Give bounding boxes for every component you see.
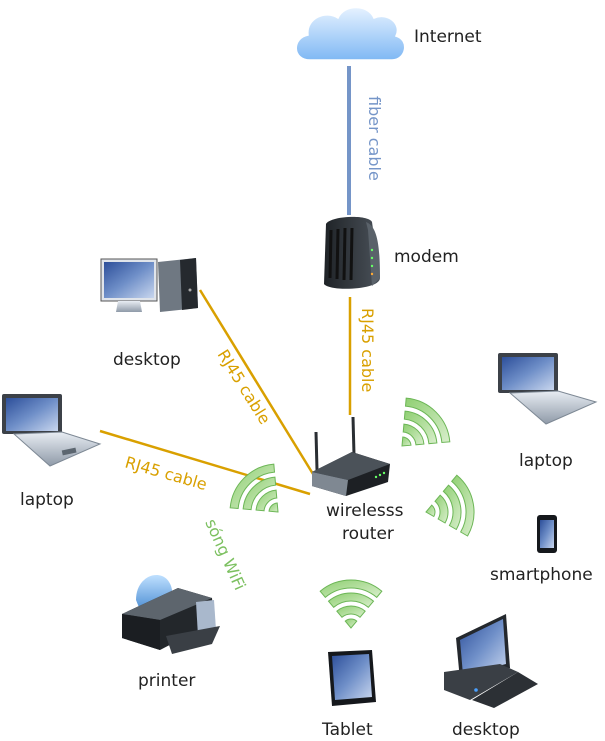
wifi-arc	[319, 579, 383, 599]
fiber-cable-label: fiber cable	[365, 96, 384, 181]
wifi-waves-upper-right	[401, 397, 451, 447]
wifi-arc	[434, 494, 449, 524]
rj45-label-desktop-router: RJ45 cable	[214, 346, 275, 428]
rj45-cable-desktop-router	[198, 289, 315, 475]
wifi-arc	[242, 476, 277, 511]
printer-icon	[122, 575, 220, 654]
modem-label: modem	[394, 247, 459, 267]
laptop-left-label: laptop	[20, 490, 74, 510]
desktop-right-label: desktop	[452, 720, 520, 740]
smartphone-icon	[537, 515, 557, 553]
laptop-left-icon	[2, 394, 102, 467]
desktop-left-label: desktop	[113, 350, 181, 370]
wifi-arc	[442, 484, 462, 531]
wifi-waves-right	[425, 474, 475, 537]
router-label-line1: wirelesss	[326, 501, 404, 521]
router-label-line2: router	[342, 524, 394, 544]
wifi-arc	[344, 618, 358, 629]
wifi-arc	[229, 463, 276, 510]
desktop-tower-icon	[100, 258, 198, 312]
wifi-waves	[229, 397, 475, 629]
smartphone-label: smartphone	[490, 565, 593, 585]
wifi-arc	[327, 592, 375, 609]
wifi-arc	[255, 489, 278, 512]
wifi-arc	[336, 605, 366, 618]
wifi-arc	[404, 397, 451, 444]
tablet-icon	[328, 650, 376, 706]
wifi-arc	[401, 436, 412, 447]
wifi-waves-bottom	[319, 579, 383, 629]
wifi-waves-left	[229, 463, 279, 513]
internet-label: Internet	[414, 27, 482, 47]
desktop-base-icon	[444, 614, 538, 708]
wifi-arc	[268, 502, 279, 513]
printer-label: printer	[138, 671, 195, 691]
cloud-icon	[295, 6, 406, 61]
wifi-arc	[403, 410, 438, 445]
wifi-arc	[425, 504, 436, 518]
wifi-arc	[451, 474, 475, 537]
wifi-label: sóng WiFi	[201, 516, 249, 593]
laptop-right-icon	[498, 353, 598, 425]
laptop-right-label: laptop	[519, 451, 573, 471]
wifi-arc	[402, 423, 425, 446]
tablet-label: Tablet	[321, 720, 373, 740]
rj45-label-modem-router: RJ45 cable	[358, 308, 377, 392]
modem-icon	[324, 216, 380, 289]
router-icon	[312, 416, 390, 496]
